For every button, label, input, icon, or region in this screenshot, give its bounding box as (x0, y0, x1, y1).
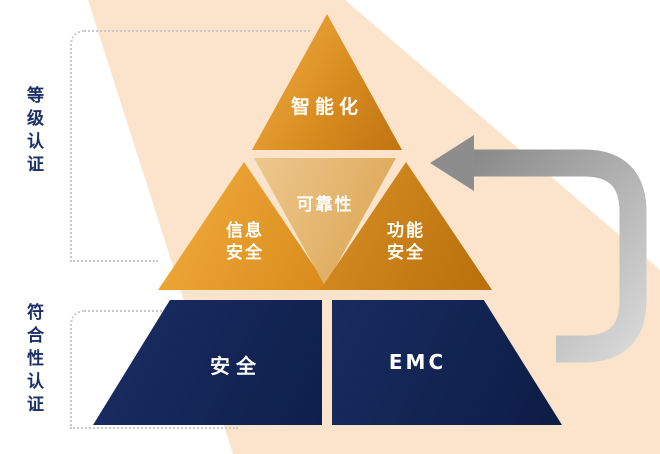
label-functional-safety-line2: 安全 (387, 243, 425, 264)
label-functional-safety: 功能 安全 (360, 220, 452, 264)
lower-bracket-dotted-line (70, 310, 167, 429)
label-conformity-certification: 符合性认证 (23, 303, 43, 418)
label-reliability: 可靠性 (296, 195, 354, 215)
label-intelligence: 智能化 (290, 96, 363, 118)
lower-bracket-bottom-line (70, 427, 238, 429)
label-information-security-line2: 安全 (226, 243, 264, 264)
upper-bracket-bottom-line (70, 260, 158, 262)
label-information-security-line1: 信息 (226, 221, 264, 241)
label-safety: 安全 (210, 354, 262, 378)
upper-bracket-dotted-line (70, 30, 310, 262)
label-level-certification: 等级认证 (23, 86, 43, 178)
label-emc: EMC (388, 350, 447, 374)
label-information-security: 信息 安全 (200, 220, 290, 264)
label-functional-safety-line1: 功能 (387, 221, 425, 241)
